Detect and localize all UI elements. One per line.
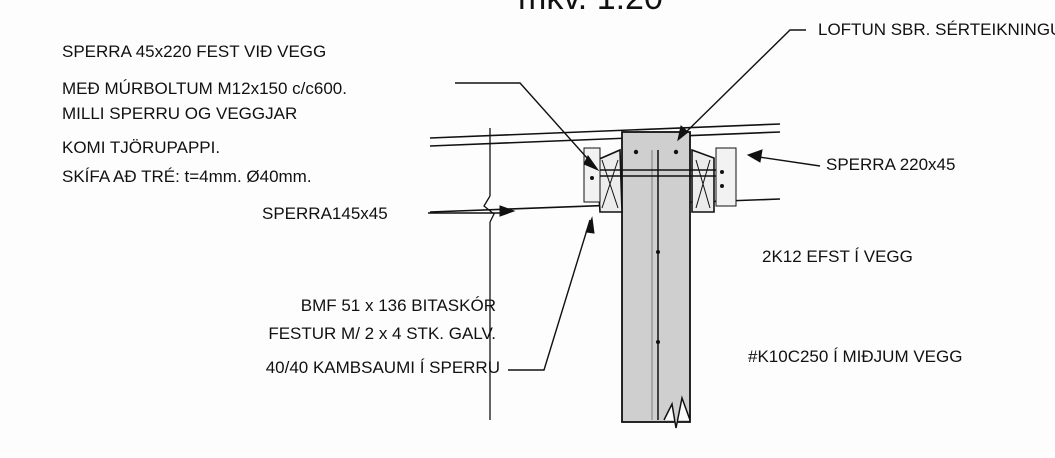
rafter-right	[691, 147, 737, 213]
note-bitaskor-line-3: 40/40 KAMBSAUMI Í SPERRU	[265, 358, 500, 377]
note-sperra-line-2: MEÐ MÚRBOLTUM M12x150 c/c600.	[62, 79, 347, 98]
concrete-wall	[621, 131, 691, 429]
note-bitaskor-line-1: BMF 51 x 136 BITASKÓR	[300, 296, 496, 315]
note-loftun: LOFTUN SBR. SÉRTEIKNINGU	[818, 20, 1055, 39]
note-sperra-line-3: MILLI SPERRU OG VEGGJAR	[62, 104, 298, 123]
note-rebar-top: 2K12 EFST Í VEGG	[762, 247, 913, 266]
note-sperra-line-1: SPERRA 45x220 FEST VIÐ VEGG	[62, 42, 327, 61]
through-bolt	[600, 169, 716, 177]
note-sperra-line-4: KOMI TJÖRUPAPPI.	[62, 138, 221, 157]
note-bitaskor-line-2: FESTUR M/ 2 x 4 STK. GALV.	[268, 324, 496, 343]
leader-lines	[428, 29, 821, 371]
note-sperra-right: SPERRA 220x45	[826, 155, 956, 174]
note-sperra-small: SPERRA145x45	[262, 204, 388, 223]
arrowheads	[499, 125, 763, 234]
left-edge	[483, 128, 495, 420]
rafter-left	[583, 147, 623, 213]
scale-title: mkv. 1:20	[518, 0, 663, 18]
note-rebar-mid: #K10C250 Í MIÐJUM VEGG	[748, 347, 963, 366]
note-sperra-line-5: SKÍFA AÐ TRÉ: t=4mm. Ø40mm.	[62, 167, 312, 186]
